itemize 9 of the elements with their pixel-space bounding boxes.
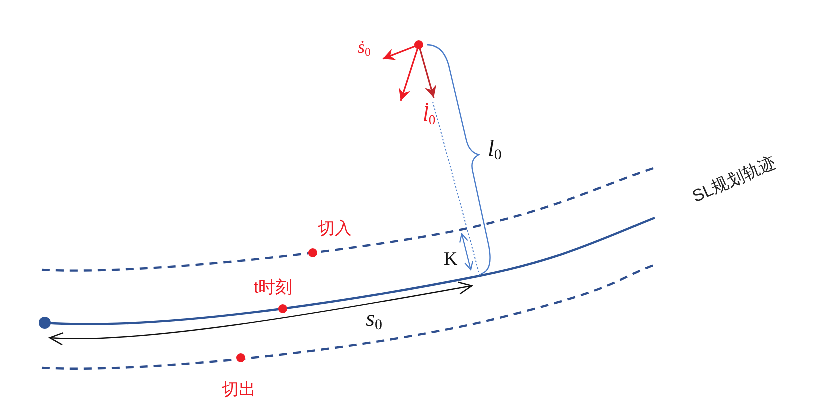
distance-symbol: l$_{0}$ [488,136,502,162]
distance-symbol: s$_{0}$ [366,306,382,332]
point-label: 切入 [318,220,352,239]
curve-label: SL规划轨迹 [690,154,779,207]
point-label: t时刻 [254,279,293,298]
vector-label: l̇$_{0}$ [423,103,436,126]
distance-symbol: K [444,250,458,271]
vector-label: ṡ$_{0}$ [358,38,371,58]
point-label: 切出 [222,381,256,400]
